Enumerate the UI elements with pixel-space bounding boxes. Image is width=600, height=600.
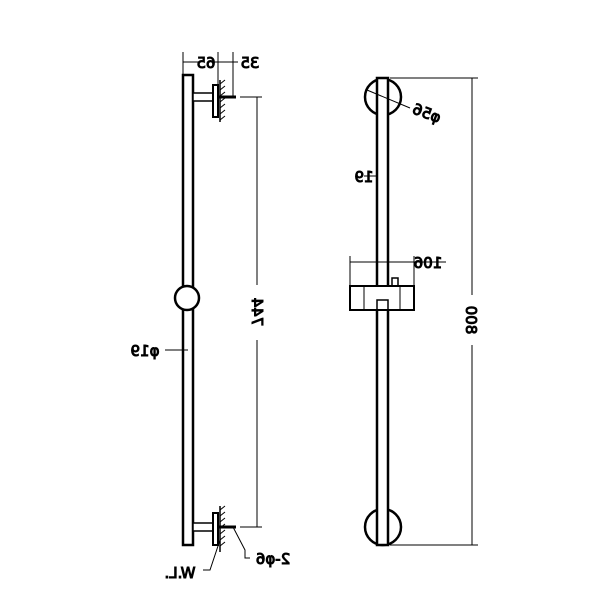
- dim-rod-width: 19: [354, 168, 373, 186]
- dim-end-cap-diameter: φ56: [410, 100, 443, 127]
- bottom-bracket: [192, 505, 236, 552]
- slider-knob: [173, 284, 201, 312]
- wall-line-label: W.L.: [164, 564, 195, 582]
- side-view: 65 35 744 φ19 2-φ6 W.L.: [130, 52, 291, 583]
- rail-rod-front: [375, 76, 390, 547]
- dim-total-length: 800: [462, 306, 480, 335]
- front-view: φ56 19 106 800: [349, 76, 481, 547]
- dim-744: 744: [248, 298, 266, 327]
- top-bracket: [192, 79, 236, 122]
- slider: [349, 277, 415, 311]
- dim-rod-diameter: φ19: [131, 342, 160, 360]
- dim-screw: 2-φ6: [256, 550, 290, 568]
- dim-65: 65: [196, 54, 215, 72]
- dim-slider-width: 106: [414, 254, 443, 272]
- dim-35: 35: [240, 54, 259, 72]
